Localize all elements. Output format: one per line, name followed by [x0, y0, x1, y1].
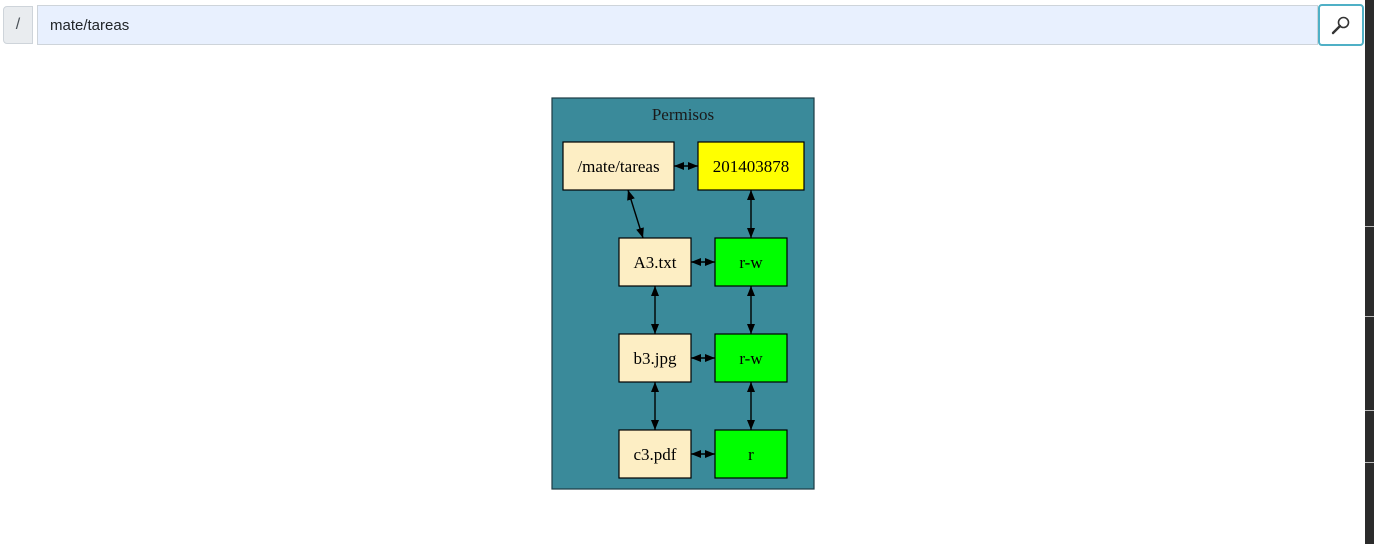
node-perm-a3-label: r-w: [739, 253, 763, 272]
node-file-c3-label: c3.pdf: [634, 445, 677, 464]
node-owner-label: 201403878: [713, 157, 790, 176]
path-prefix: /: [3, 6, 33, 44]
node-file-a3-label: A3.txt: [634, 253, 677, 272]
search-icon: [1331, 16, 1350, 35]
node-file-c3: c3.pdf: [618, 429, 692, 479]
node-perm-c3: r: [714, 429, 788, 479]
cluster-title: Permisos: [652, 105, 714, 124]
node-perm-b3-label: r-w: [739, 349, 763, 368]
edge-dir-file1: [627, 189, 644, 239]
node-perm-b3: r-w: [714, 333, 788, 383]
path-input[interactable]: [37, 5, 1318, 45]
search-button[interactable]: [1318, 4, 1364, 46]
node-perm-a3: r-w: [714, 237, 788, 287]
cluster-permisos: [551, 97, 815, 490]
node-perm-c3-label: r: [748, 445, 754, 464]
window-edge: [1365, 0, 1374, 544]
node-owner: 201403878: [697, 141, 805, 191]
node-file-b3: b3.jpg: [618, 333, 692, 383]
node-dir-label: /mate/tareas: [577, 157, 659, 176]
edges: [627, 162, 755, 458]
node-file-a3: A3.txt: [618, 237, 692, 287]
node-file-b3-label: b3.jpg: [634, 349, 677, 368]
node-dir: /mate/tareas: [562, 141, 675, 191]
